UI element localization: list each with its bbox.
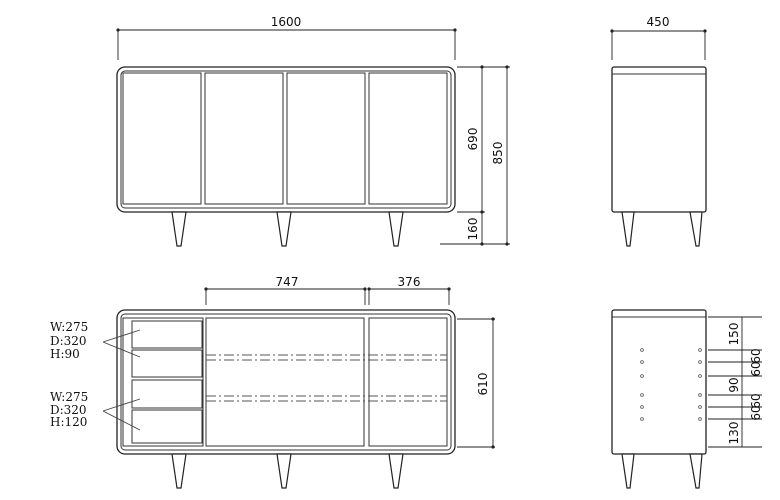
- body-height-label: 690: [466, 128, 480, 151]
- dim-dot: [116, 28, 120, 32]
- pitch-label: 60: [749, 348, 763, 363]
- upper-drawer-width: W:275: [50, 320, 88, 334]
- cabinet-interior-body: [116, 309, 456, 455]
- leader-line: [102, 341, 141, 358]
- pin-hole: [698, 360, 702, 364]
- drawer-2: [131, 349, 203, 378]
- door-4: [368, 72, 448, 205]
- dim-dot: [480, 65, 484, 69]
- bottom-offset-label: 130: [727, 422, 741, 445]
- right-section-width-label: 376: [398, 275, 421, 289]
- middle-gap-label: 90: [727, 377, 741, 392]
- door-1: [122, 72, 202, 205]
- drawer-4: [131, 409, 203, 444]
- leg-left: [171, 211, 187, 247]
- side-leg-back: [689, 211, 703, 247]
- pin-hole: [640, 348, 644, 352]
- pin-hole: [698, 348, 702, 352]
- interior-view: 747 376 610 W:275 D:320 H:90 W:275 D:320…: [50, 275, 495, 489]
- dim-dot: [453, 28, 457, 32]
- pitch-label: 60: [749, 393, 763, 408]
- pitch-label: 60: [749, 361, 763, 376]
- pin-hole: [698, 405, 702, 409]
- cabinet-interior-frame: [120, 313, 452, 451]
- leg-left: [171, 453, 187, 489]
- interior-height-label: 610: [476, 373, 490, 396]
- leader-line: [102, 398, 141, 412]
- side-view: 450: [610, 15, 707, 247]
- dim-dot: [491, 317, 495, 321]
- side-panel: [611, 66, 707, 213]
- dim-dot: [505, 65, 509, 69]
- leg-right: [388, 453, 404, 489]
- pitch-label: 60: [749, 405, 763, 420]
- cabinet-body: [116, 66, 456, 213]
- drawer-column: [122, 317, 204, 447]
- lower-drawer-width: W:275: [50, 390, 88, 404]
- pin-hole: [698, 374, 702, 378]
- side-section-view: 150 60 60 90 60 60 130: [611, 309, 763, 489]
- pin-hole: [698, 393, 702, 397]
- side-leg-back: [689, 453, 703, 489]
- shelf-pin-holes: [640, 348, 702, 421]
- front-view: 1600 690 850 160: [116, 15, 510, 247]
- dim-dot: [491, 445, 495, 449]
- dim-dot: [480, 210, 484, 214]
- top-offset-label: 150: [727, 323, 741, 346]
- side-section-panel: [611, 309, 707, 455]
- pin-hole: [640, 360, 644, 364]
- cabinet-inner-frame: [120, 70, 452, 209]
- lower-drawer-depth: D:320: [50, 403, 87, 417]
- side-leg-front: [621, 453, 635, 489]
- pin-hole: [640, 405, 644, 409]
- dim-dot: [363, 287, 367, 291]
- leg-height-label: 160: [466, 218, 480, 241]
- right-compartment: [368, 317, 448, 447]
- left-compartment: [205, 317, 365, 447]
- upper-drawer-depth: D:320: [50, 334, 87, 348]
- door-2: [204, 72, 284, 205]
- lower-drawer-height: H:120: [50, 415, 87, 429]
- door-3: [286, 72, 366, 205]
- dim-dot: [367, 287, 371, 291]
- upper-drawer-height: H:90: [50, 347, 80, 361]
- dim-dot: [480, 242, 484, 246]
- dim-dot: [505, 242, 509, 246]
- leg-right: [388, 211, 404, 247]
- drawer-1: [131, 320, 203, 349]
- leader-line: [102, 329, 141, 343]
- pin-hole: [640, 393, 644, 397]
- side-leg-front: [621, 211, 635, 247]
- depth-label: 450: [647, 15, 670, 29]
- dim-dot: [447, 287, 451, 291]
- pin-hole: [698, 417, 702, 421]
- left-section-width-label: 747: [276, 275, 299, 289]
- dim-dot: [703, 29, 707, 33]
- leader-line: [102, 410, 141, 431]
- leg-middle: [276, 211, 292, 247]
- dim-dot: [204, 287, 208, 291]
- pin-hole: [640, 417, 644, 421]
- drawer-3: [131, 379, 203, 409]
- pin-hole: [640, 374, 644, 378]
- dim-dot: [610, 29, 614, 33]
- total-height-label: 850: [491, 142, 505, 165]
- width-label: 1600: [271, 15, 302, 29]
- leg-middle: [276, 453, 292, 489]
